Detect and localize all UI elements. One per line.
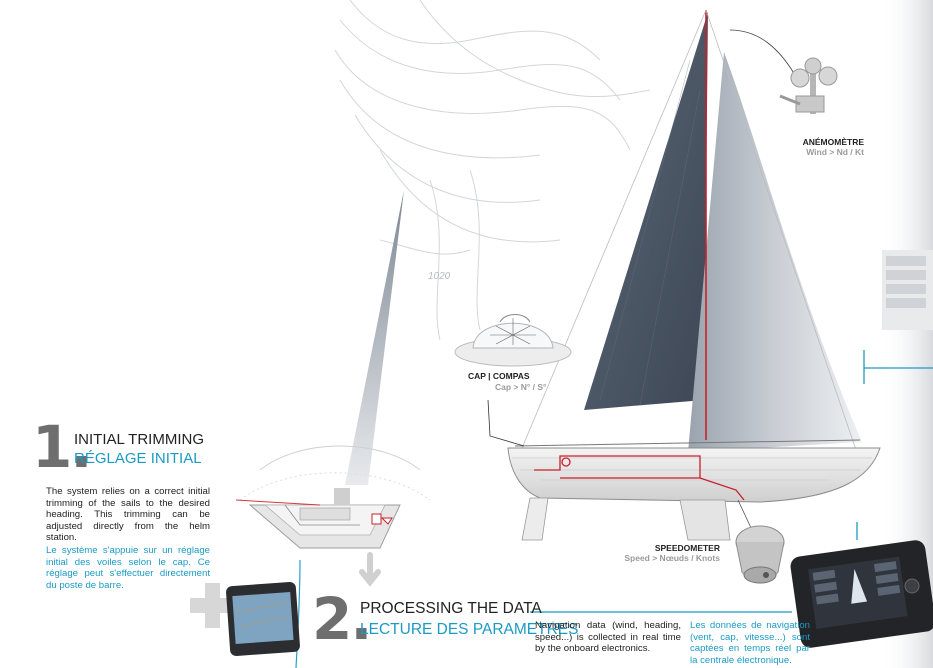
step1-desc-en: The system relies on a correct initial t…: [46, 486, 210, 544]
step2-desc-fr: Les données de navigation (vent, cap, vi…: [690, 620, 810, 666]
helm-display-device: [790, 540, 933, 648]
step1-title-en: INITIAL TRIMMING: [74, 431, 205, 448]
trimming-boat: [235, 190, 431, 668]
step1-desc-fr: Le système s'appuie sur un réglage initi…: [46, 545, 210, 591]
step2-title-fr: LECTURE DES PARAMETRES: [360, 621, 579, 638]
step1-title-fr: RÉGLAGE INITIAL: [74, 450, 202, 467]
main-sailboat: [487, 9, 881, 541]
speedometer-device: [735, 525, 785, 584]
chart-plotter-device: [190, 582, 300, 656]
step1-heading: INITIAL TRIMMING RÉGLAGE INITIAL: [74, 430, 204, 468]
anemometer-units: Wind > Nd / Kt: [806, 147, 864, 157]
connector-lines: [530, 350, 933, 613]
isobar-contours: [334, 0, 651, 341]
compass-name: CAP | COMPAS: [468, 371, 530, 381]
compass-units: Cap > N° / S°: [495, 382, 547, 392]
anemometer-device: [779, 57, 838, 114]
compass-device: [454, 314, 572, 367]
speedometer-units: Speed > Nœuds / Knots: [624, 553, 720, 563]
side-panel-preview: [882, 250, 933, 330]
step2-title-en: PROCESSING THE DATA: [360, 600, 542, 617]
anemometer-label: ANÉMOMÈTRE Wind > Nd / Kt: [740, 137, 864, 157]
step2-desc-en: Navigation data (wind, heading, speed...…: [535, 620, 681, 655]
speedometer-name: SPEEDOMETER: [654, 543, 720, 553]
speedometer-label: SPEEDOMETER Speed > Nœuds / Knots: [600, 543, 720, 563]
anemometer-name: ANÉMOMÈTRE: [802, 137, 864, 147]
step2-heading: PROCESSING THE DATA LECTURE DES PARAMETR…: [360, 598, 578, 640]
isobar-label: 1020: [428, 271, 451, 282]
compass-label: CAP | COMPAS Cap > N° / S°: [430, 371, 550, 393]
step1-number: 1.: [32, 413, 92, 481]
step2-number: 2.: [312, 585, 372, 653]
